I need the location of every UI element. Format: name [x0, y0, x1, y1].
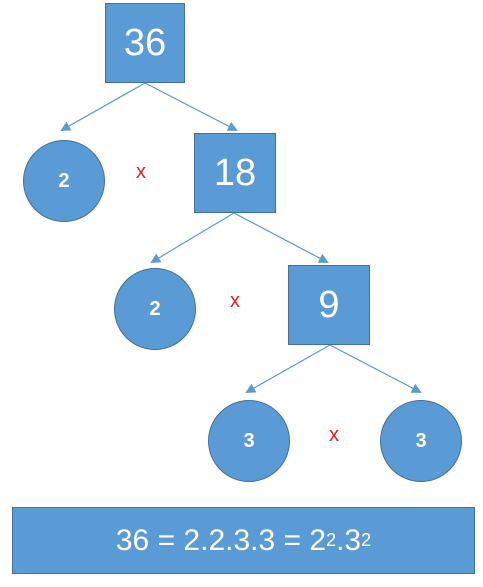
- equation-middle: .3: [336, 523, 362, 557]
- node-3-left: 3: [208, 400, 290, 482]
- node-3-right: 3: [380, 400, 462, 482]
- edge-18-to-9: [233, 212, 329, 263]
- node-18: 18: [194, 133, 276, 213]
- edge-36-to-18: [144, 82, 238, 131]
- node-2-level1: 2: [23, 140, 105, 222]
- edge-9-to-3-right: [329, 344, 422, 393]
- node-2-level2: 2: [114, 268, 196, 350]
- operator-times-level2: x: [230, 290, 240, 312]
- edge-18-to-2: [150, 212, 235, 264]
- node-36: 36: [105, 3, 185, 83]
- operator-times-level1: x: [136, 161, 146, 183]
- exponent-1: 2: [326, 530, 337, 550]
- operator-times-level3: x: [329, 424, 339, 446]
- equation-text: 36 = 2.2.3.3 = 2: [115, 523, 327, 557]
- exponent-2: 2: [361, 530, 372, 550]
- node-9: 9: [288, 265, 370, 345]
- edge-9-to-3-left: [245, 344, 331, 393]
- edge-36-to-2: [60, 82, 146, 131]
